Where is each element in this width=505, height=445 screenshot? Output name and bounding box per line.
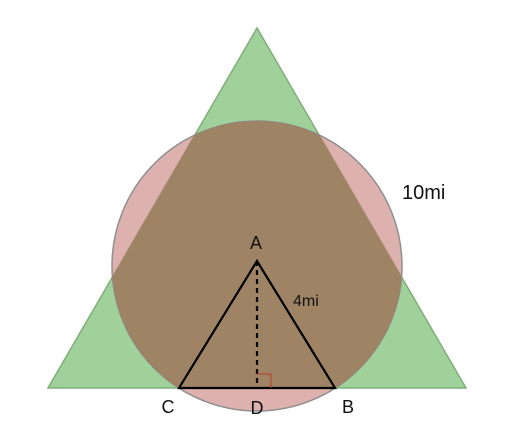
- outer-triangle-measure-label: 10mi: [402, 182, 445, 204]
- point-a-label: A: [250, 233, 262, 253]
- point-b-label: B: [342, 397, 354, 417]
- overlap-region: [112, 121, 402, 388]
- point-c-label: C: [162, 397, 175, 417]
- inner-side-measure-label: 4mi: [293, 293, 319, 310]
- right-angle-marker: [257, 373, 272, 388]
- point-d-label: D: [251, 398, 264, 418]
